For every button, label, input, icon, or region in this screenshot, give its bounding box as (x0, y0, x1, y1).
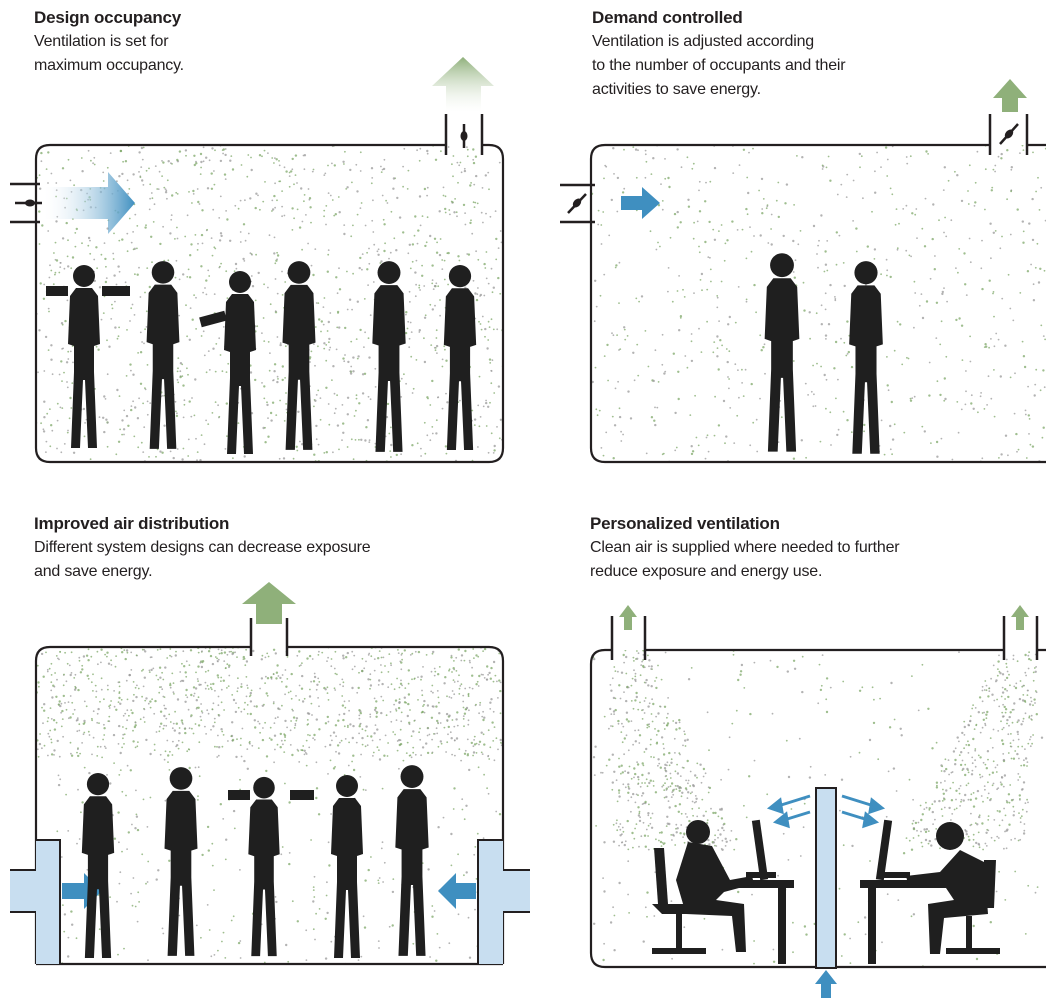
occupant-group (46, 261, 477, 454)
panel-title: Design occupancy (34, 8, 182, 27)
person-silhouette-icon (224, 271, 256, 454)
person-silhouette-icon (372, 261, 406, 452)
description-line: Different system designs can decrease ex… (34, 539, 371, 556)
occupant-group (764, 253, 883, 454)
exhaust-duct (610, 605, 647, 660)
damper-icon (15, 199, 42, 207)
person-silhouette-icon (146, 261, 180, 449)
description-line: maximum occupancy. (34, 57, 184, 74)
exhaust-arrow-icon (619, 605, 637, 630)
supply-arrow-icon (438, 873, 476, 909)
panel-title: Personalized ventilation (590, 514, 780, 533)
dumbbell-icon (46, 286, 68, 296)
supply-duct-right (438, 839, 530, 964)
exhaust-arrow-icon (993, 79, 1027, 112)
supply-duct (10, 172, 135, 234)
description-line: Ventilation is set for (34, 33, 169, 50)
room-outline (589, 648, 1046, 969)
person-silhouette-icon (68, 265, 100, 448)
desk-workstation-icon (860, 819, 1000, 964)
person-silhouette-icon (443, 265, 477, 450)
description-line: and save energy. (34, 563, 153, 580)
person-silhouette-icon (282, 261, 316, 450)
description-line: Clean air is supplied where needed to fu… (590, 539, 900, 556)
room-personalized-ventilation (589, 605, 1046, 998)
supply-arrow-icon (621, 187, 660, 219)
person-silhouette-icon (248, 776, 280, 957)
panel-description: Different system designs can decrease ex… (34, 536, 514, 584)
room-outline (34, 143, 505, 464)
air-particles (591, 145, 1046, 462)
supply-arrow-icon (766, 794, 886, 829)
exhaust-arrow-icon (432, 57, 494, 112)
room-design-occupancy (10, 57, 505, 464)
clipboard-icon (199, 310, 227, 328)
person-silhouette-icon (81, 773, 115, 958)
exhaust-duct (242, 582, 296, 656)
description-line: to the number of occupants and their (592, 57, 846, 74)
description-line: activities to save energy. (592, 81, 761, 98)
exhaust-duct (432, 57, 494, 155)
supply-duct (560, 183, 660, 224)
panel-title: Improved air distribution (34, 514, 230, 533)
supply-column (766, 787, 886, 998)
air-particles (592, 650, 1044, 967)
room-improved-air-distribution (10, 582, 530, 966)
person-silhouette-icon (849, 261, 883, 454)
dumbbell-icon (290, 790, 314, 800)
damper-icon (460, 124, 468, 148)
panel-demand-controlled-text: Demand controlled Ventilation is adjuste… (592, 8, 1032, 102)
dumbbell-icon (102, 286, 130, 296)
room-demand-controlled (560, 79, 1046, 464)
description-line: reduce exposure and energy use. (590, 563, 823, 580)
dumbbell-icon (228, 790, 250, 800)
exhaust-arrow-icon (242, 582, 296, 624)
panel-description: Clean air is supplied where needed to fu… (590, 536, 1040, 584)
description-line: Ventilation is adjusted according (592, 33, 814, 50)
person-silhouette-icon (331, 775, 363, 958)
panel-improved-air-distribution-text: Improved air distribution Different syst… (34, 514, 514, 584)
supply-arrow-icon (815, 970, 837, 998)
desk-workstation-icon (652, 819, 794, 964)
room-outline (34, 645, 505, 964)
person-silhouette-icon (764, 253, 800, 452)
person-silhouette-icon (395, 765, 429, 956)
room-outline (589, 143, 1046, 464)
panel-personalized-ventilation-text: Personalized ventilation Clean air is su… (590, 514, 1040, 584)
exhaust-arrow-icon (1011, 605, 1029, 630)
panel-design-occupancy-text: Design occupancy Ventilation is set for … (34, 8, 454, 78)
occupant-group (81, 765, 429, 958)
damper-icon (567, 193, 587, 214)
panel-title: Demand controlled (592, 8, 743, 27)
damper-icon (999, 123, 1019, 145)
exhaust-duct (988, 79, 1029, 155)
panel-description: Ventilation is adjusted according to the… (592, 30, 1032, 102)
panel-description: Ventilation is set for maximum occupancy… (34, 30, 454, 78)
exhaust-duct (1002, 605, 1039, 660)
person-silhouette-icon (686, 820, 710, 844)
person-silhouette-icon (936, 822, 964, 850)
supply-arrow-icon (44, 172, 135, 234)
